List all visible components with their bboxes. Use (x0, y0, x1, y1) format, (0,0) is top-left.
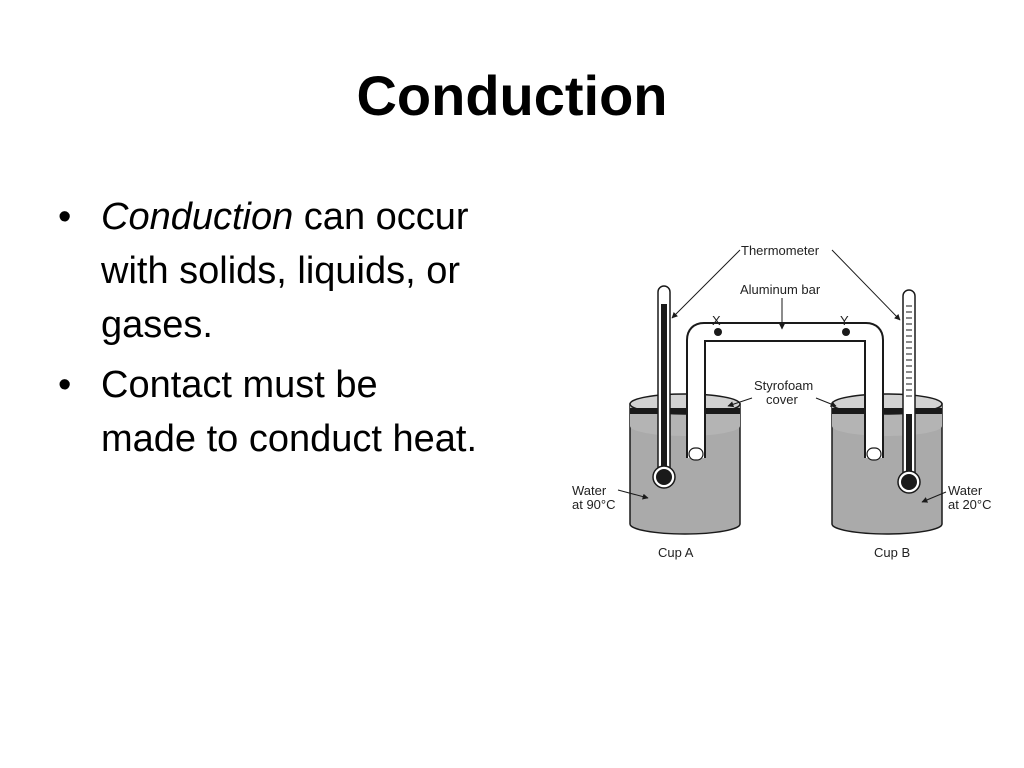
water-a-label-line1: Water (572, 483, 607, 498)
cup-b (831, 393, 943, 535)
thermometer-label: Thermometer (741, 243, 820, 258)
bullet-list: • Conduction can occur with solids, liqu… (58, 190, 478, 472)
water-b-label-line1: Water (948, 483, 983, 498)
aluminum-bar-label: Aluminum bar (740, 282, 821, 297)
arrow-thermometer-b (831, 249, 901, 321)
arrow-cover-a (727, 397, 753, 408)
cup-a-label: Cup A (658, 545, 694, 560)
thermometer-a (652, 285, 676, 489)
water-a-label-line2: at 90°C (572, 497, 616, 512)
point-y-dot (842, 328, 850, 336)
thermometer-b (897, 289, 921, 494)
cup-a (629, 393, 741, 535)
cover-label-line1: Styrofoam (754, 378, 813, 393)
cup-b-rim (832, 408, 942, 414)
bullet-mark: • (58, 364, 72, 406)
bullet-item-2: • Contact must be made to conduct heat. (58, 358, 478, 466)
bullet-item-1: • Conduction can occur with solids, liqu… (58, 190, 478, 352)
arrow-thermometer-a (671, 249, 741, 319)
point-y-label: Y (840, 313, 849, 328)
arrow-cover-b (815, 397, 837, 407)
slide-title: Conduction (356, 64, 668, 127)
bullet-text: can occur with solids, liquids, or gases… (101, 196, 469, 346)
cup-b-label: Cup B (874, 545, 910, 560)
point-x-label: X (712, 313, 721, 328)
cover-label-line2: cover (766, 392, 798, 407)
point-x-dot (714, 328, 722, 336)
bullet-emphasis: Conduction (101, 196, 294, 238)
conduction-diagram-svg: X Y (572, 243, 992, 560)
conduction-diagram: X Y (560, 236, 1010, 566)
aluminum-bar (686, 322, 884, 461)
water-b-label-line2: at 20°C (948, 497, 992, 512)
leader-arrows (617, 249, 947, 503)
arrow-water-a (617, 489, 649, 500)
cup-a-rim (630, 408, 740, 414)
bullet-text: Contact must be made to conduct heat. (101, 364, 478, 460)
arrow-water-b (921, 491, 947, 503)
bullet-mark: • (58, 196, 72, 238)
